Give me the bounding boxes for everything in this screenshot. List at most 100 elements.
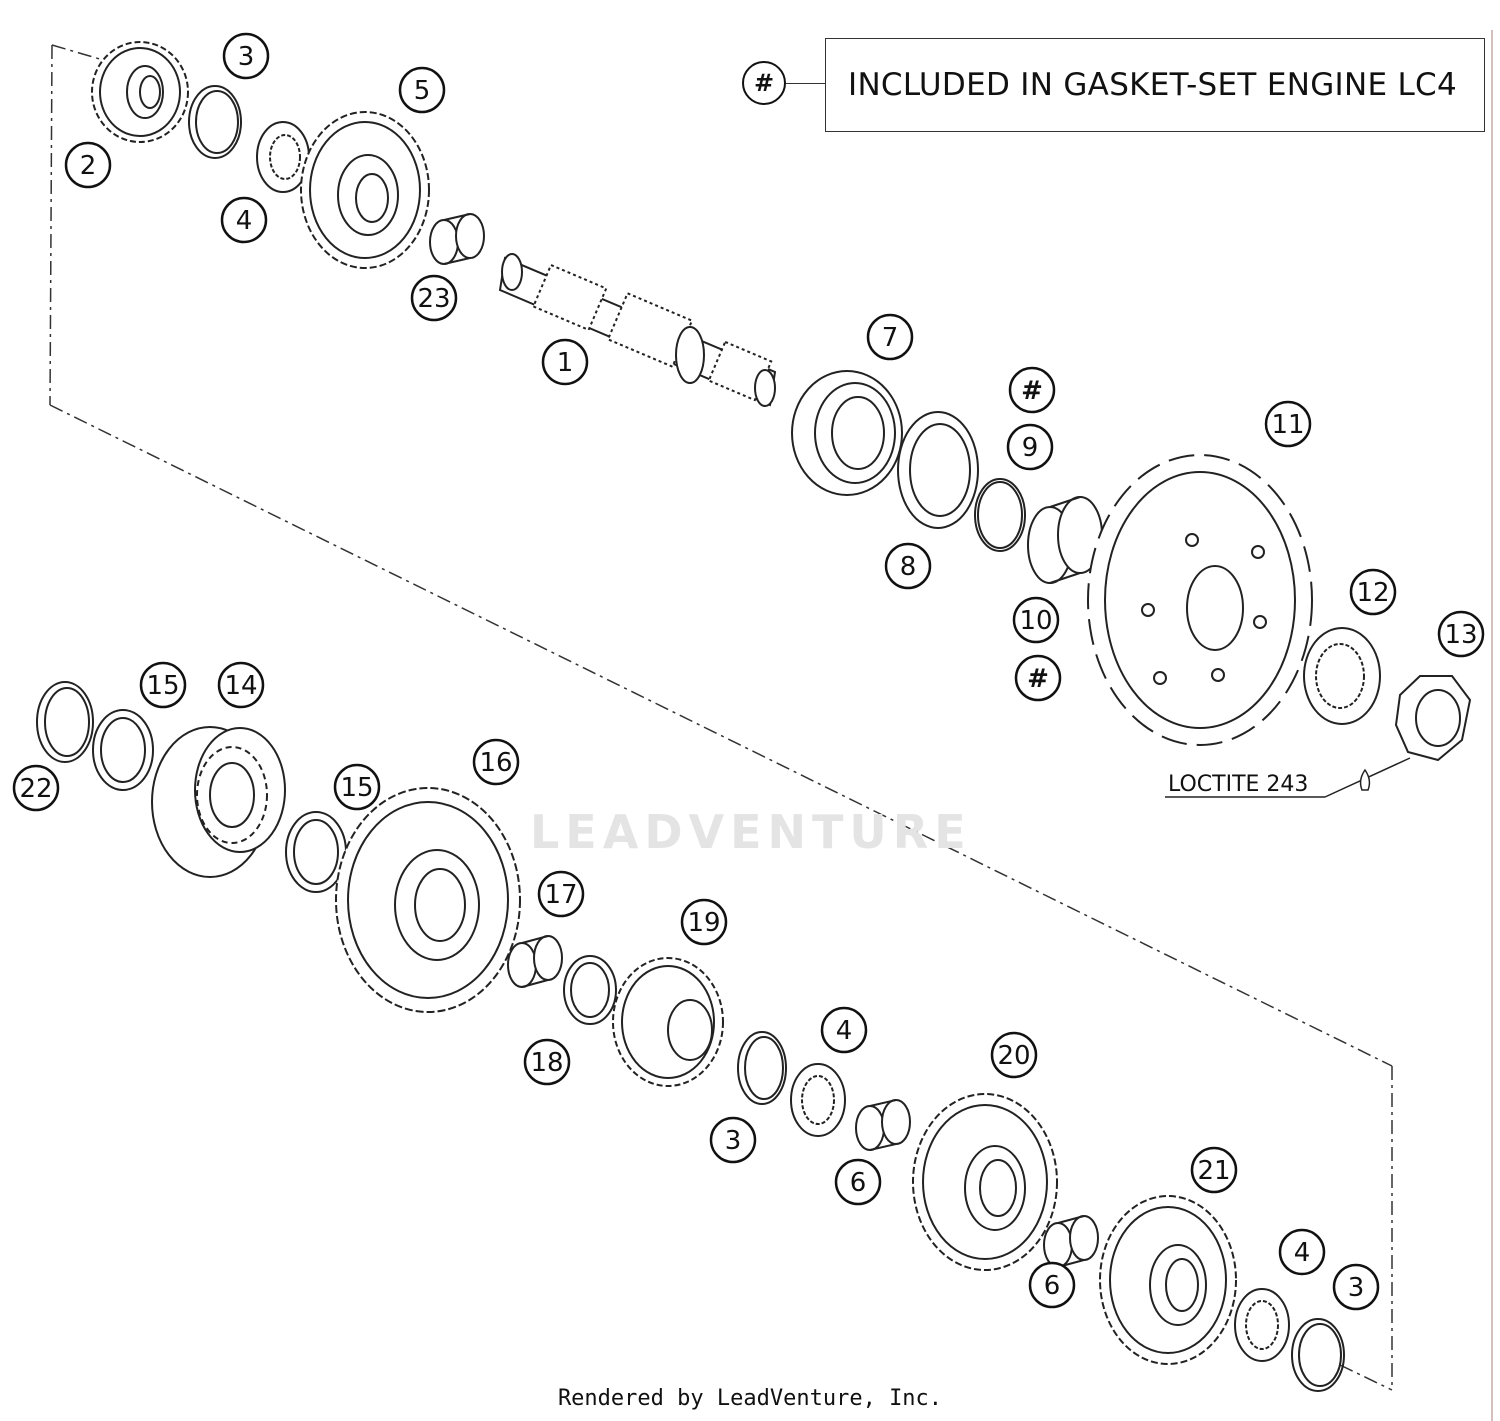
callout-circle	[1014, 654, 1062, 702]
callout-3: 3	[1332, 1263, 1380, 1311]
callout-hash: #	[1014, 654, 1062, 702]
gear-20-drawing	[912, 1093, 1058, 1271]
callout-3: 3	[222, 32, 270, 80]
seal-8-drawing	[897, 411, 979, 529]
legend-text: INCLUDED IN GASKET-SET ENGINE LC4	[848, 67, 1458, 103]
sprocket-11-drawing	[1087, 454, 1313, 746]
washer-4b-drawing	[790, 1063, 846, 1137]
callout-number: 17	[544, 880, 577, 910]
callout-15: 15	[139, 661, 187, 709]
callout-number: 4	[1294, 1238, 1311, 1268]
callout-number: 7	[882, 323, 899, 353]
bushing-23-drawing	[429, 213, 485, 265]
callout-14: 14	[217, 661, 265, 709]
loctite-leader	[1165, 757, 1411, 798]
gear-19-drawing	[612, 957, 724, 1087]
callout-3: 3	[709, 1116, 757, 1164]
callout-12: 12	[1349, 568, 1397, 616]
callout-number: 1	[557, 348, 574, 378]
callout-number: 15	[146, 671, 179, 701]
legend-box: INCLUDED IN GASKET-SET ENGINE LC4	[825, 38, 1485, 132]
callout-10: 10	[1012, 596, 1060, 644]
watermark-text: LEADVENTURE	[530, 805, 972, 859]
callout-number: 12	[1356, 578, 1389, 608]
callout-circle	[866, 313, 914, 361]
callout-circle	[990, 1031, 1038, 1079]
bearing-7-drawing	[791, 370, 903, 496]
washer-4c-drawing	[1234, 1288, 1290, 1362]
callout-number: 21	[1197, 1156, 1230, 1186]
callout-circle	[884, 542, 932, 590]
callout-19: 19	[680, 898, 728, 946]
circlip-3a-drawing	[188, 85, 242, 159]
callout-4: 4	[220, 196, 268, 244]
callout-21: 21	[1190, 1146, 1238, 1194]
callout-circle	[217, 661, 265, 709]
callout-circle	[398, 66, 446, 114]
callout-number: 6	[1044, 1271, 1061, 1301]
callout-circle	[1264, 400, 1312, 448]
callout-circle	[537, 870, 585, 918]
callout-4: 4	[820, 1006, 868, 1054]
callout-circle	[410, 274, 458, 322]
callout-number: 4	[236, 206, 253, 236]
callout-18: 18	[523, 1038, 571, 1086]
callout-circle	[1349, 568, 1397, 616]
callout-circle	[1008, 366, 1056, 414]
callout-circle	[680, 898, 728, 946]
callout-number: 9	[1022, 433, 1039, 463]
callout-number: 5	[414, 76, 431, 106]
callout-5: 5	[398, 66, 446, 114]
circlip-22-drawing	[36, 681, 94, 763]
gear-16-drawing	[335, 787, 521, 1013]
callout-number: 16	[479, 748, 512, 778]
lock-washer-12-drawing	[1303, 627, 1381, 725]
callout-number: 3	[1348, 1273, 1365, 1303]
callout-circle	[541, 338, 589, 386]
callout-2: 2	[64, 141, 112, 189]
callout-9: 9	[1006, 423, 1054, 471]
callout-23: 23	[410, 274, 458, 322]
o-ring-9-drawing	[974, 478, 1026, 552]
nut-13-drawing	[1394, 675, 1472, 762]
callout-number: 11	[1271, 410, 1304, 440]
callout-number: 19	[687, 908, 720, 938]
callout-circle	[1190, 1146, 1238, 1194]
bushing-17-drawing	[507, 935, 563, 988]
callout-number: 18	[530, 1048, 563, 1078]
callout-13: 13	[1437, 610, 1485, 658]
callout-number: 13	[1444, 620, 1477, 650]
callout-circle	[1332, 1263, 1380, 1311]
callout-circle	[1006, 423, 1054, 471]
legend-hash-symbol: #	[742, 61, 786, 105]
spacer-10-drawing	[1027, 496, 1103, 584]
circlip-3b-drawing	[737, 1031, 787, 1105]
callout-circle	[333, 763, 381, 811]
callout-circle	[139, 661, 187, 709]
washer-15b-drawing	[285, 811, 347, 893]
callout-16: 16	[472, 738, 520, 786]
gear-5-drawing	[300, 111, 430, 269]
callout-number: 8	[900, 552, 917, 582]
bearing-14-drawing	[151, 726, 286, 878]
callout-hash: #	[1008, 366, 1056, 414]
callout-circle	[12, 764, 60, 812]
callout-circle	[64, 141, 112, 189]
callout-number: 20	[997, 1041, 1030, 1071]
callout-number: 23	[417, 284, 450, 314]
callout-6: 6	[1028, 1261, 1076, 1309]
callout-15: 15	[333, 763, 381, 811]
bushing-6a-drawing	[855, 1099, 911, 1151]
gear-2-drawing	[91, 41, 189, 143]
callout-circle	[1437, 610, 1485, 658]
callout-20: 20	[990, 1031, 1038, 1079]
washer-18-drawing	[563, 955, 617, 1025]
callout-8: 8	[884, 542, 932, 590]
shaft-1-drawing	[498, 253, 777, 407]
callout-6: 6	[834, 1158, 882, 1206]
callout-number: 10	[1019, 606, 1052, 636]
callout-number: 6	[850, 1168, 867, 1198]
loctite-label: LOCTITE 243	[1168, 772, 1309, 797]
